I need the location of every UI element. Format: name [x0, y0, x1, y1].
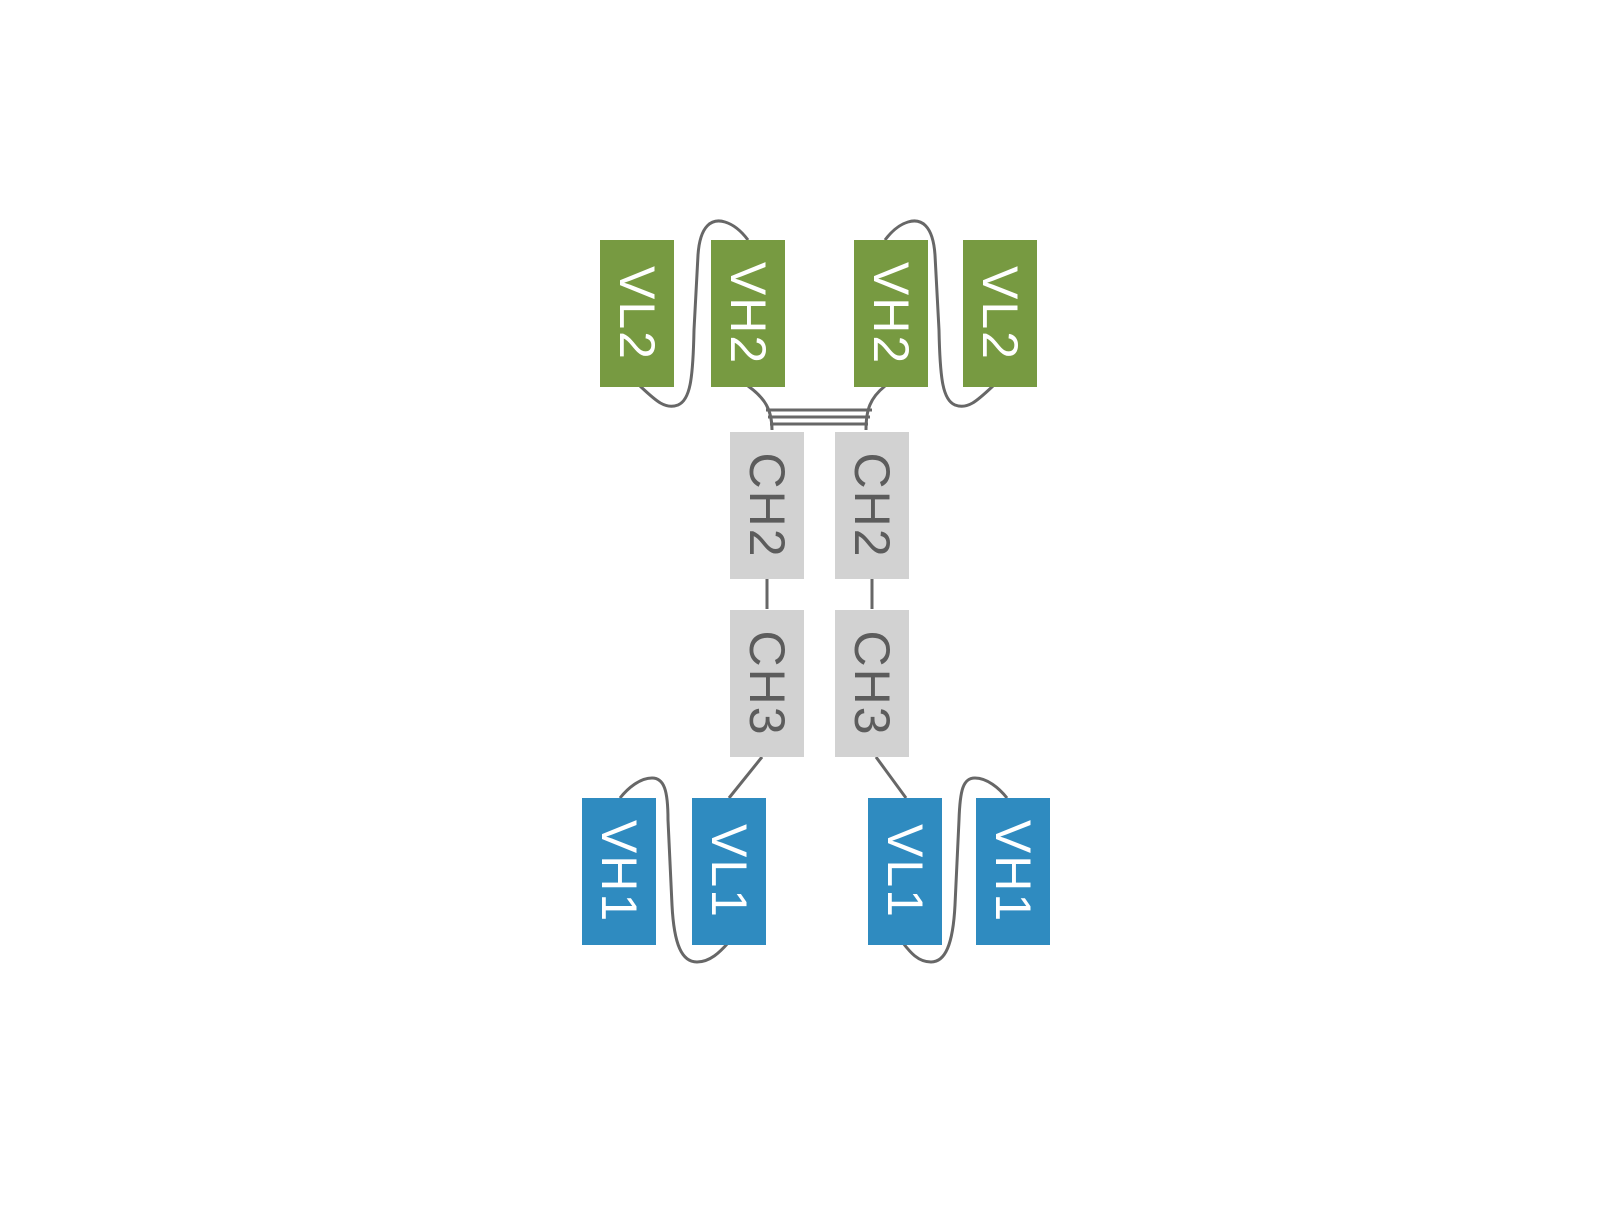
domain-top-right-vh2: VH2	[854, 240, 928, 387]
domain-top-left-vh2: VH2	[711, 240, 785, 387]
domain-right-ch2: CH2	[835, 432, 909, 579]
domain-label: VL2	[972, 266, 1028, 361]
domain-left-ch2: CH2	[730, 432, 804, 579]
domain-box	[730, 610, 804, 757]
domain-box	[976, 798, 1050, 945]
linker-bottom-left-scfv	[618, 776, 730, 964]
domain-label: CH3	[844, 630, 900, 736]
domain-bottom-left-vh1: VH1	[582, 798, 656, 945]
linker-left-ch3-vl1	[727, 756, 764, 799]
linker-top-left-scfv	[638, 219, 750, 408]
domain-box	[692, 798, 766, 945]
domain-bottom-left-vl1: VL1	[692, 798, 766, 945]
linker-right-vh2-hinge	[864, 384, 886, 431]
domain-bottom-right-vh1: VH1	[976, 798, 1050, 945]
domain-label: CH3	[739, 630, 795, 736]
domain-box	[600, 240, 674, 387]
domain-box	[854, 240, 928, 387]
domain-box	[963, 240, 1037, 387]
domain-label: VL1	[877, 824, 933, 919]
domain-left-ch3: CH3	[730, 610, 804, 757]
linkers	[618, 219, 1009, 964]
domain-box	[730, 432, 804, 579]
domain-label: CH2	[844, 452, 900, 558]
domain-box	[835, 432, 909, 579]
domain-box	[835, 610, 909, 757]
domain-label: VH1	[985, 820, 1041, 923]
domain-top-right-vl2: VL2	[963, 240, 1037, 387]
domain-label: VL2	[609, 266, 665, 361]
domain-label: VH2	[863, 262, 919, 365]
linker-top-right-scfv	[883, 219, 995, 408]
domain-bottom-right-vl1: VL1	[868, 798, 942, 945]
linker-left-vh2-hinge	[747, 384, 774, 431]
linker-right-ch3-vl1	[874, 756, 908, 799]
domain-box	[582, 798, 656, 945]
domain-box	[711, 240, 785, 387]
domain-right-ch3: CH3	[835, 610, 909, 757]
domain-label: VH2	[720, 262, 776, 365]
domain-label: VH1	[591, 820, 647, 923]
domain-label: VL1	[701, 824, 757, 919]
domain-top-left-vl2: VL2	[600, 240, 674, 387]
linker-bottom-right-scfv	[901, 776, 1009, 964]
domains: VL2 VH2 VH2 VL2 CH2 CH2 CH	[582, 240, 1050, 945]
domain-label: CH2	[739, 452, 795, 558]
domain-box	[868, 798, 942, 945]
